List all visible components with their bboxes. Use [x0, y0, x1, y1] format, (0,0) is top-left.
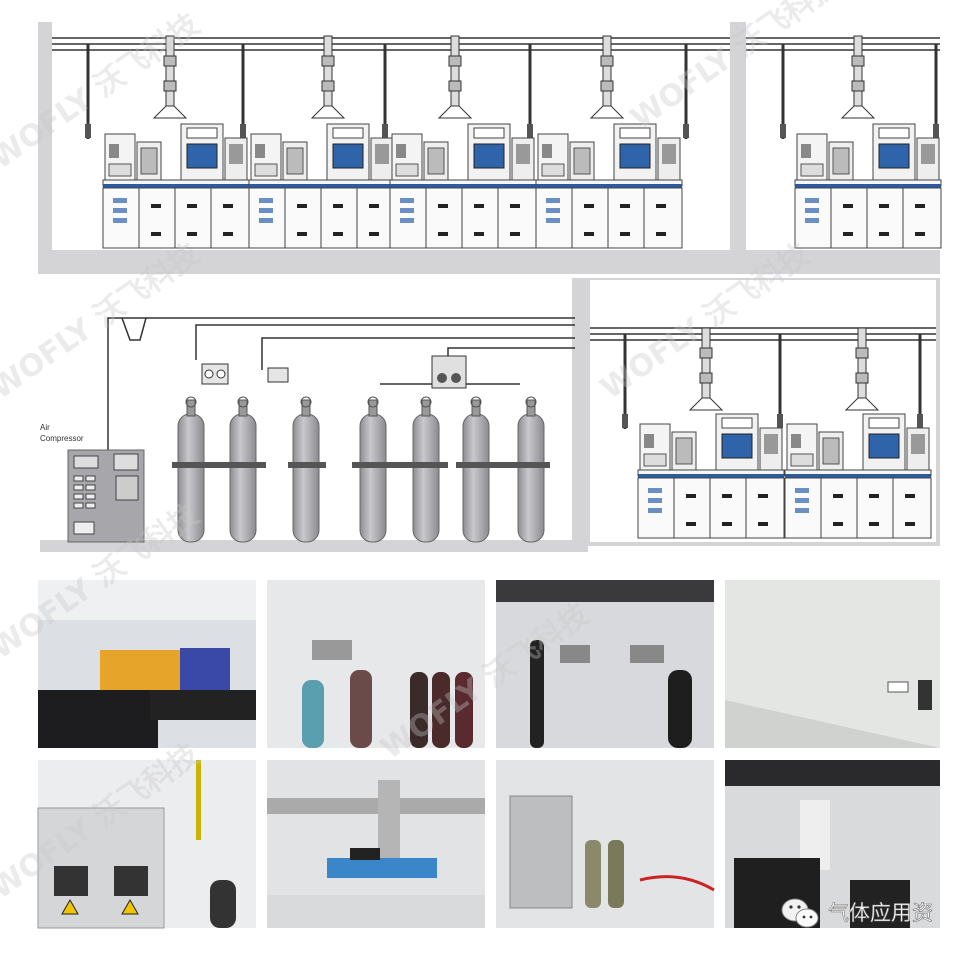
photo-lab-room — [38, 580, 256, 748]
gas-cylinder — [229, 396, 257, 543]
gas-cylinder — [292, 396, 320, 543]
air-compressor-label: Compressor — [40, 434, 84, 443]
photo-gas-panels — [496, 580, 714, 748]
air-compressor: Air Compressor — [40, 423, 145, 543]
gas-cylinder-room: Air Compressor — [40, 278, 588, 552]
photo-cabinet-cylinders — [496, 760, 715, 928]
photo-lab-exhaust — [267, 760, 485, 928]
wechat-icon — [781, 898, 819, 928]
gas-cylinder — [412, 396, 440, 543]
photo-gas-cabinet — [37, 760, 256, 929]
caption-text: 气体应用资 — [828, 901, 933, 925]
gas-cylinder — [462, 396, 490, 543]
gas-cylinder — [517, 396, 545, 543]
photo-corridor-panels — [725, 580, 940, 748]
photo-cylinder-manifold — [267, 580, 485, 748]
right-lab-layout — [588, 278, 940, 546]
cylinder-brackets — [172, 462, 550, 468]
gas-cylinder — [359, 396, 387, 543]
top-lab-layout — [38, 22, 942, 274]
ceiling-gas-pipes — [52, 37, 940, 51]
air-compressor-label: Air — [40, 423, 50, 432]
wechat-caption: 气体应用资 — [781, 898, 933, 928]
installation-photos: 气体应用资 — [37, 580, 940, 929]
pressure-regulator-panels — [201, 355, 467, 389]
photo-instrument-room — [725, 760, 940, 928]
